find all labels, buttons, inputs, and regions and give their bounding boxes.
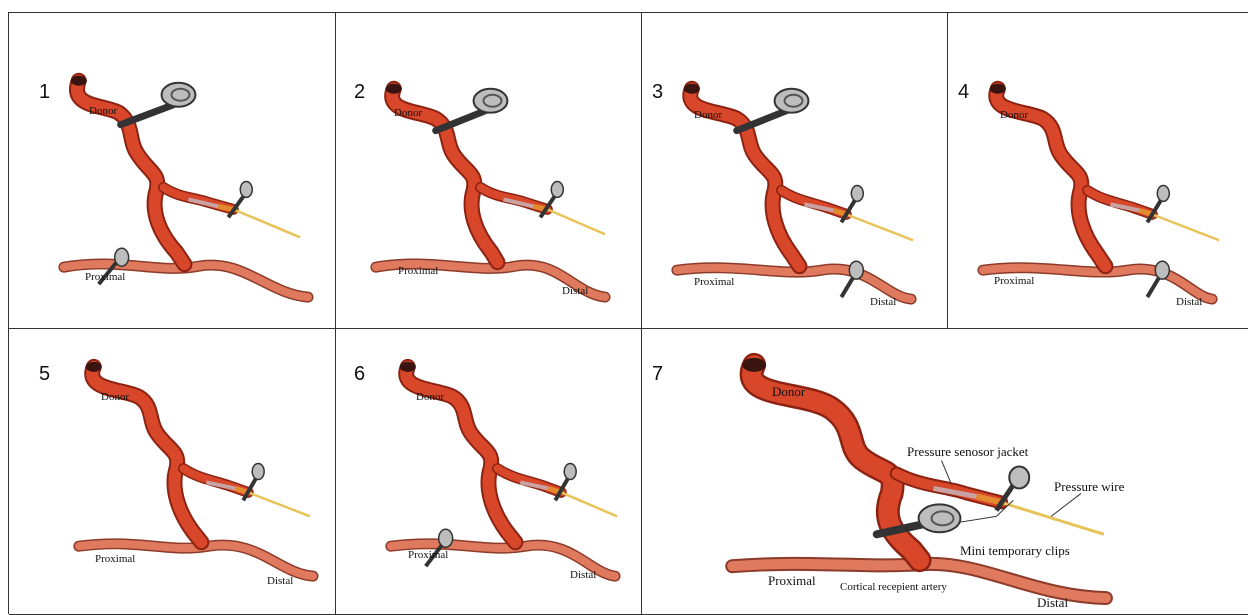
panel-4: 4 Donor Proximal Distal	[948, 13, 1248, 329]
panel-7: 7 Donor Pressure senosor jacket Pressure…	[642, 329, 1248, 615]
pressure-wire-label: Pressure wire	[1054, 479, 1124, 495]
panel-number: 1	[39, 81, 50, 104]
panel-number: 6	[354, 363, 365, 386]
panel-number: 2	[354, 81, 365, 104]
proximal-label: Proximal	[85, 271, 125, 283]
panel-grid: 1 Donor Proximal	[8, 12, 1248, 614]
panel-number: 3	[652, 81, 663, 104]
clip-icon	[121, 83, 196, 125]
panel-5: 5 Donor Proximal Distal	[9, 329, 336, 615]
proximal-label: Proximal	[768, 573, 816, 589]
clip-icon	[436, 89, 508, 131]
proximal-label: Proximal	[694, 276, 734, 288]
panel-1-illustration	[9, 13, 335, 328]
donor-label: Donor	[694, 109, 722, 121]
panel-5-illustration	[9, 329, 335, 614]
proximal-label: Proximal	[408, 549, 448, 561]
panel-number: 7	[652, 363, 663, 386]
clip-icon	[996, 467, 1029, 511]
donor-label: Donor	[772, 384, 805, 400]
distal-label: Distal	[1176, 296, 1202, 308]
pressure-sensor	[188, 199, 300, 237]
panel-2-illustration	[336, 13, 641, 328]
proximal-label: Proximal	[95, 553, 135, 565]
distal-label: Distal	[570, 569, 596, 581]
panel-4-illustration	[948, 13, 1248, 328]
distal-label: Distal	[562, 285, 588, 297]
proximal-label: Proximal	[994, 275, 1034, 287]
mini-temporary-clips-label: Mini temporary clips	[960, 543, 1070, 559]
proximal-label: Proximal	[398, 265, 438, 277]
donor-label: Donor	[416, 391, 444, 403]
panel-3-illustration	[642, 13, 947, 328]
panel-2: 2 Donor Proximal Distal	[336, 13, 642, 329]
clip-icon	[737, 89, 809, 131]
panel-6: 6 Donor Proximal Distal	[336, 329, 642, 615]
pressure-sensor-jacket-label: Pressure senosor jacket	[907, 444, 1028, 460]
donor-label: Donor	[394, 107, 422, 119]
distal-label: Distal	[267, 575, 293, 587]
panel-number: 5	[39, 363, 50, 386]
donor-label: Donor	[1000, 109, 1028, 121]
panel-7-illustration	[642, 329, 1248, 614]
distal-label: Distal	[1037, 595, 1068, 611]
donor-label: Donor	[89, 105, 117, 117]
panel-number: 4	[958, 81, 969, 104]
distal-label: Distal	[870, 296, 896, 308]
donor-label: Donor	[101, 391, 129, 403]
panel-3: 3 Donor Proximal Distal	[642, 13, 948, 329]
cortical-recipient-label: Cortical recepient artery	[840, 581, 947, 593]
panel-1: 1 Donor Proximal	[9, 13, 336, 329]
